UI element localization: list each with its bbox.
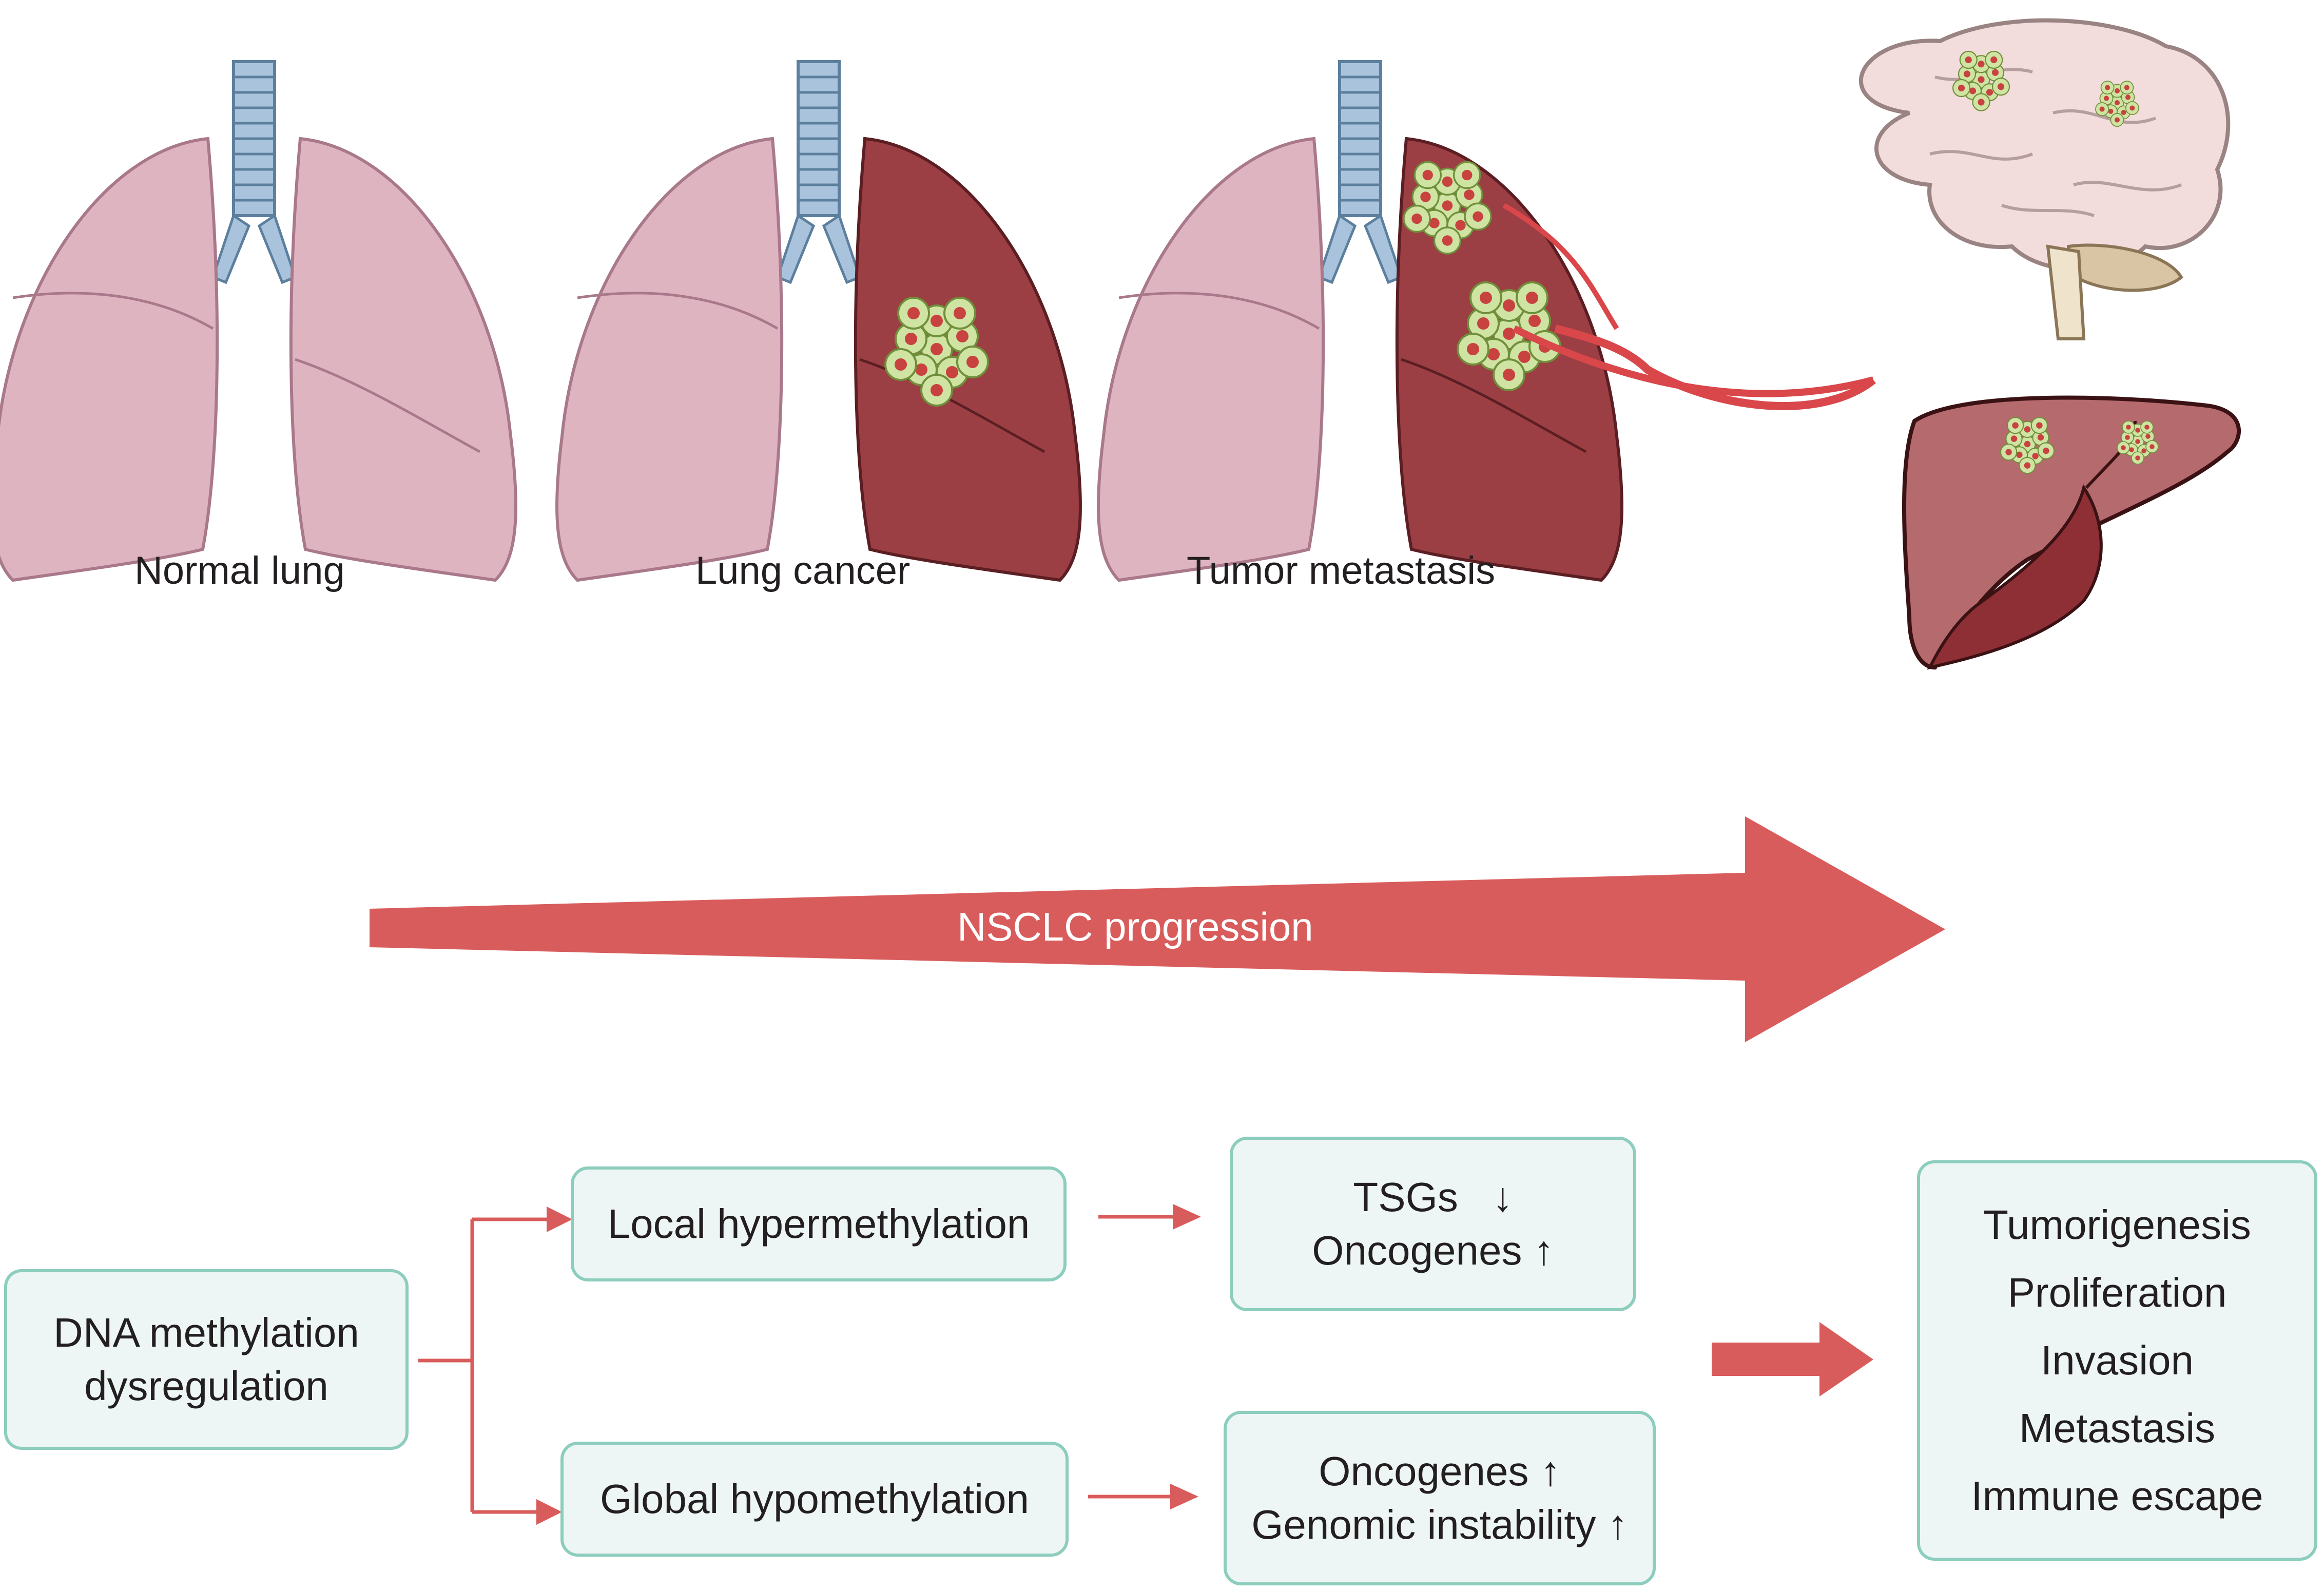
brain-illustration xyxy=(1858,18,2231,340)
progression-arrow xyxy=(370,816,1945,1042)
local-effects-box: TSGs ↓ Oncogenes ↑ xyxy=(1230,1137,1636,1311)
outcome-immune-escape: Immune escape xyxy=(1971,1473,2263,1519)
arrow-local-effects xyxy=(1098,1204,1201,1230)
effect-tsgs: TSGs ↓ xyxy=(1353,1174,1513,1220)
effect-oncogenes-local: Oncogenes ↑ xyxy=(1312,1228,1554,1273)
progression-label: NSCLC progression xyxy=(957,904,1313,949)
outcomes-box: Tumorigenesis Proliferation Invasion Met… xyxy=(1917,1160,2317,1561)
effect-oncogenes-global: Oncogenes ↑ xyxy=(1319,1448,1561,1494)
liver-illustration xyxy=(1902,395,2241,670)
up-arrow-icon: ↑ xyxy=(1607,1502,1628,1547)
arrow-to-local xyxy=(547,1207,572,1232)
label-lung-cancer: Lung cancer xyxy=(695,549,911,592)
local-hypermethylation-box: Local hypermethylation xyxy=(571,1166,1067,1281)
lung-cancer-illustration xyxy=(557,62,1080,580)
outcome-invasion: Invasion xyxy=(2041,1337,2194,1383)
arrow-to-outcomes xyxy=(1712,1322,1873,1396)
global-hypomethylation-label: Global hypomethylation xyxy=(599,1476,1030,1522)
global-effects-box: Oncogenes ↑ Genomic instability ↑ xyxy=(1224,1411,1656,1585)
label-tumor-metastasis: Tumor metastasis xyxy=(1187,549,1496,592)
arrow-to-global xyxy=(536,1499,562,1525)
local-hypermethylation-label: Local hypermethylation xyxy=(607,1201,1030,1247)
dna-methylation-box: DNA methylation dysregulation xyxy=(4,1269,409,1450)
up-arrow-icon: ↑ xyxy=(1540,1448,1561,1494)
outcome-metastasis: Metastasis xyxy=(2019,1405,2216,1451)
dna-box-line-1: DNA methylation xyxy=(53,1310,359,1355)
arrow-global-effects xyxy=(1088,1484,1198,1509)
outcome-tumorigenesis: Tumorigenesis xyxy=(1983,1202,2251,1248)
outcome-proliferation: Proliferation xyxy=(2007,1270,2227,1315)
down-arrow-icon: ↓ xyxy=(1492,1174,1513,1220)
global-hypomethylation-box: Global hypomethylation xyxy=(560,1442,1069,1557)
dna-box-line-2: dysregulation xyxy=(84,1363,328,1409)
effect-genomic-instability: Genomic instability ↑ xyxy=(1251,1502,1628,1547)
normal-lung-illustration xyxy=(0,62,516,580)
tumor-metastasis-illustration xyxy=(1098,62,1876,580)
branch-connector xyxy=(418,1217,549,1514)
up-arrow-icon: ↑ xyxy=(1533,1228,1554,1273)
label-normal-lung: Normal lung xyxy=(134,549,345,592)
